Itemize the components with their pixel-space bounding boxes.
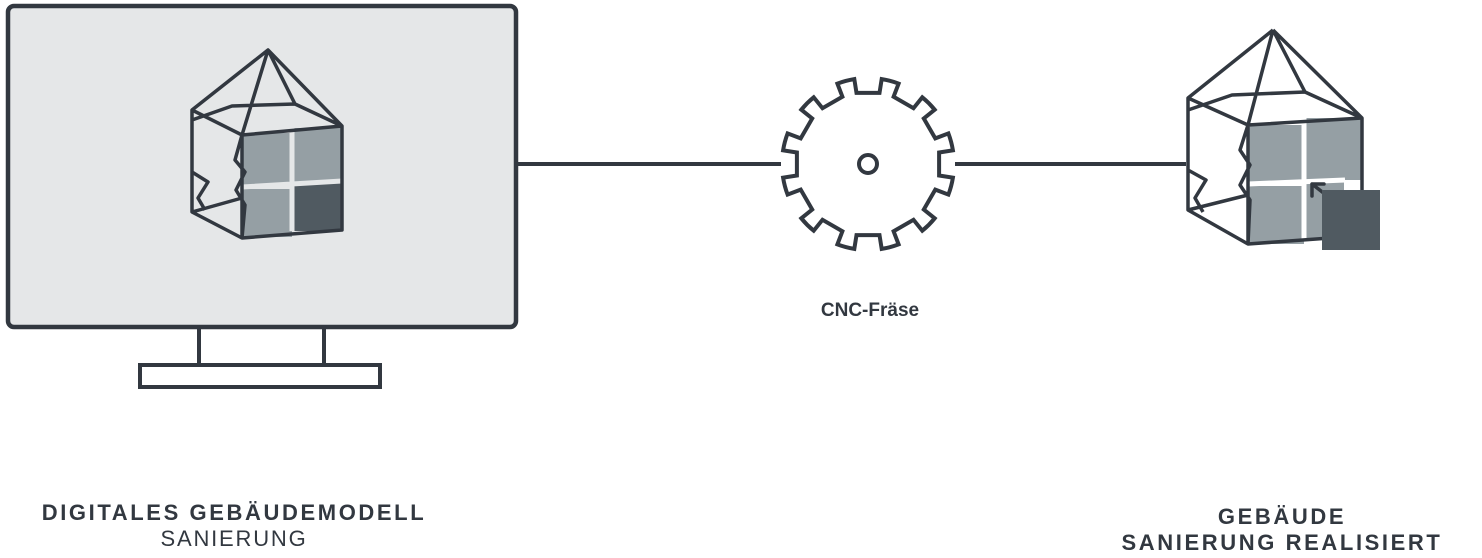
real-window-cross xyxy=(1247,118,1346,240)
gear-center-hole xyxy=(857,153,879,175)
digital-model-subtitle: SANIERUNG xyxy=(160,526,308,551)
window-pane-top-left xyxy=(242,133,292,185)
digital-building-model-icon xyxy=(190,48,344,240)
window-pane-bottom-right-dark xyxy=(292,183,342,231)
real-building-outline xyxy=(1186,28,1364,246)
monitor-stand-neck xyxy=(197,327,326,365)
replacement-panel-icon xyxy=(1322,190,1380,250)
building-model-icon xyxy=(1186,28,1380,250)
cnc-mill-label: CNC-Fräse xyxy=(820,300,920,321)
realized-building-title: GEBÄUDE xyxy=(1217,504,1347,529)
realized-building-subtitle: SANIERUNG REALISIERT xyxy=(1121,530,1443,555)
window-cross xyxy=(241,128,343,231)
monitor-stand-base xyxy=(138,363,382,389)
digital-model-title: DIGITALES GEBÄUDEMODELL xyxy=(41,500,427,525)
realized-building-caption: GEBÄUDE SANIERUNG REALISIERT xyxy=(1082,504,1482,556)
building-outline xyxy=(190,48,344,240)
digital-model-caption: DIGITALES GEBÄUDEMODELL SANIERUNG xyxy=(0,500,468,552)
real-window-pane-top-right xyxy=(1304,118,1362,180)
real-window-pane-bottom-left xyxy=(1248,186,1304,244)
window-pane-top-right xyxy=(292,128,342,183)
gear-outline xyxy=(780,76,956,252)
cnc-mill-gear-icon xyxy=(780,76,956,252)
real-window-pane-top-left xyxy=(1248,125,1304,183)
window-pane-bottom-left xyxy=(242,189,292,237)
